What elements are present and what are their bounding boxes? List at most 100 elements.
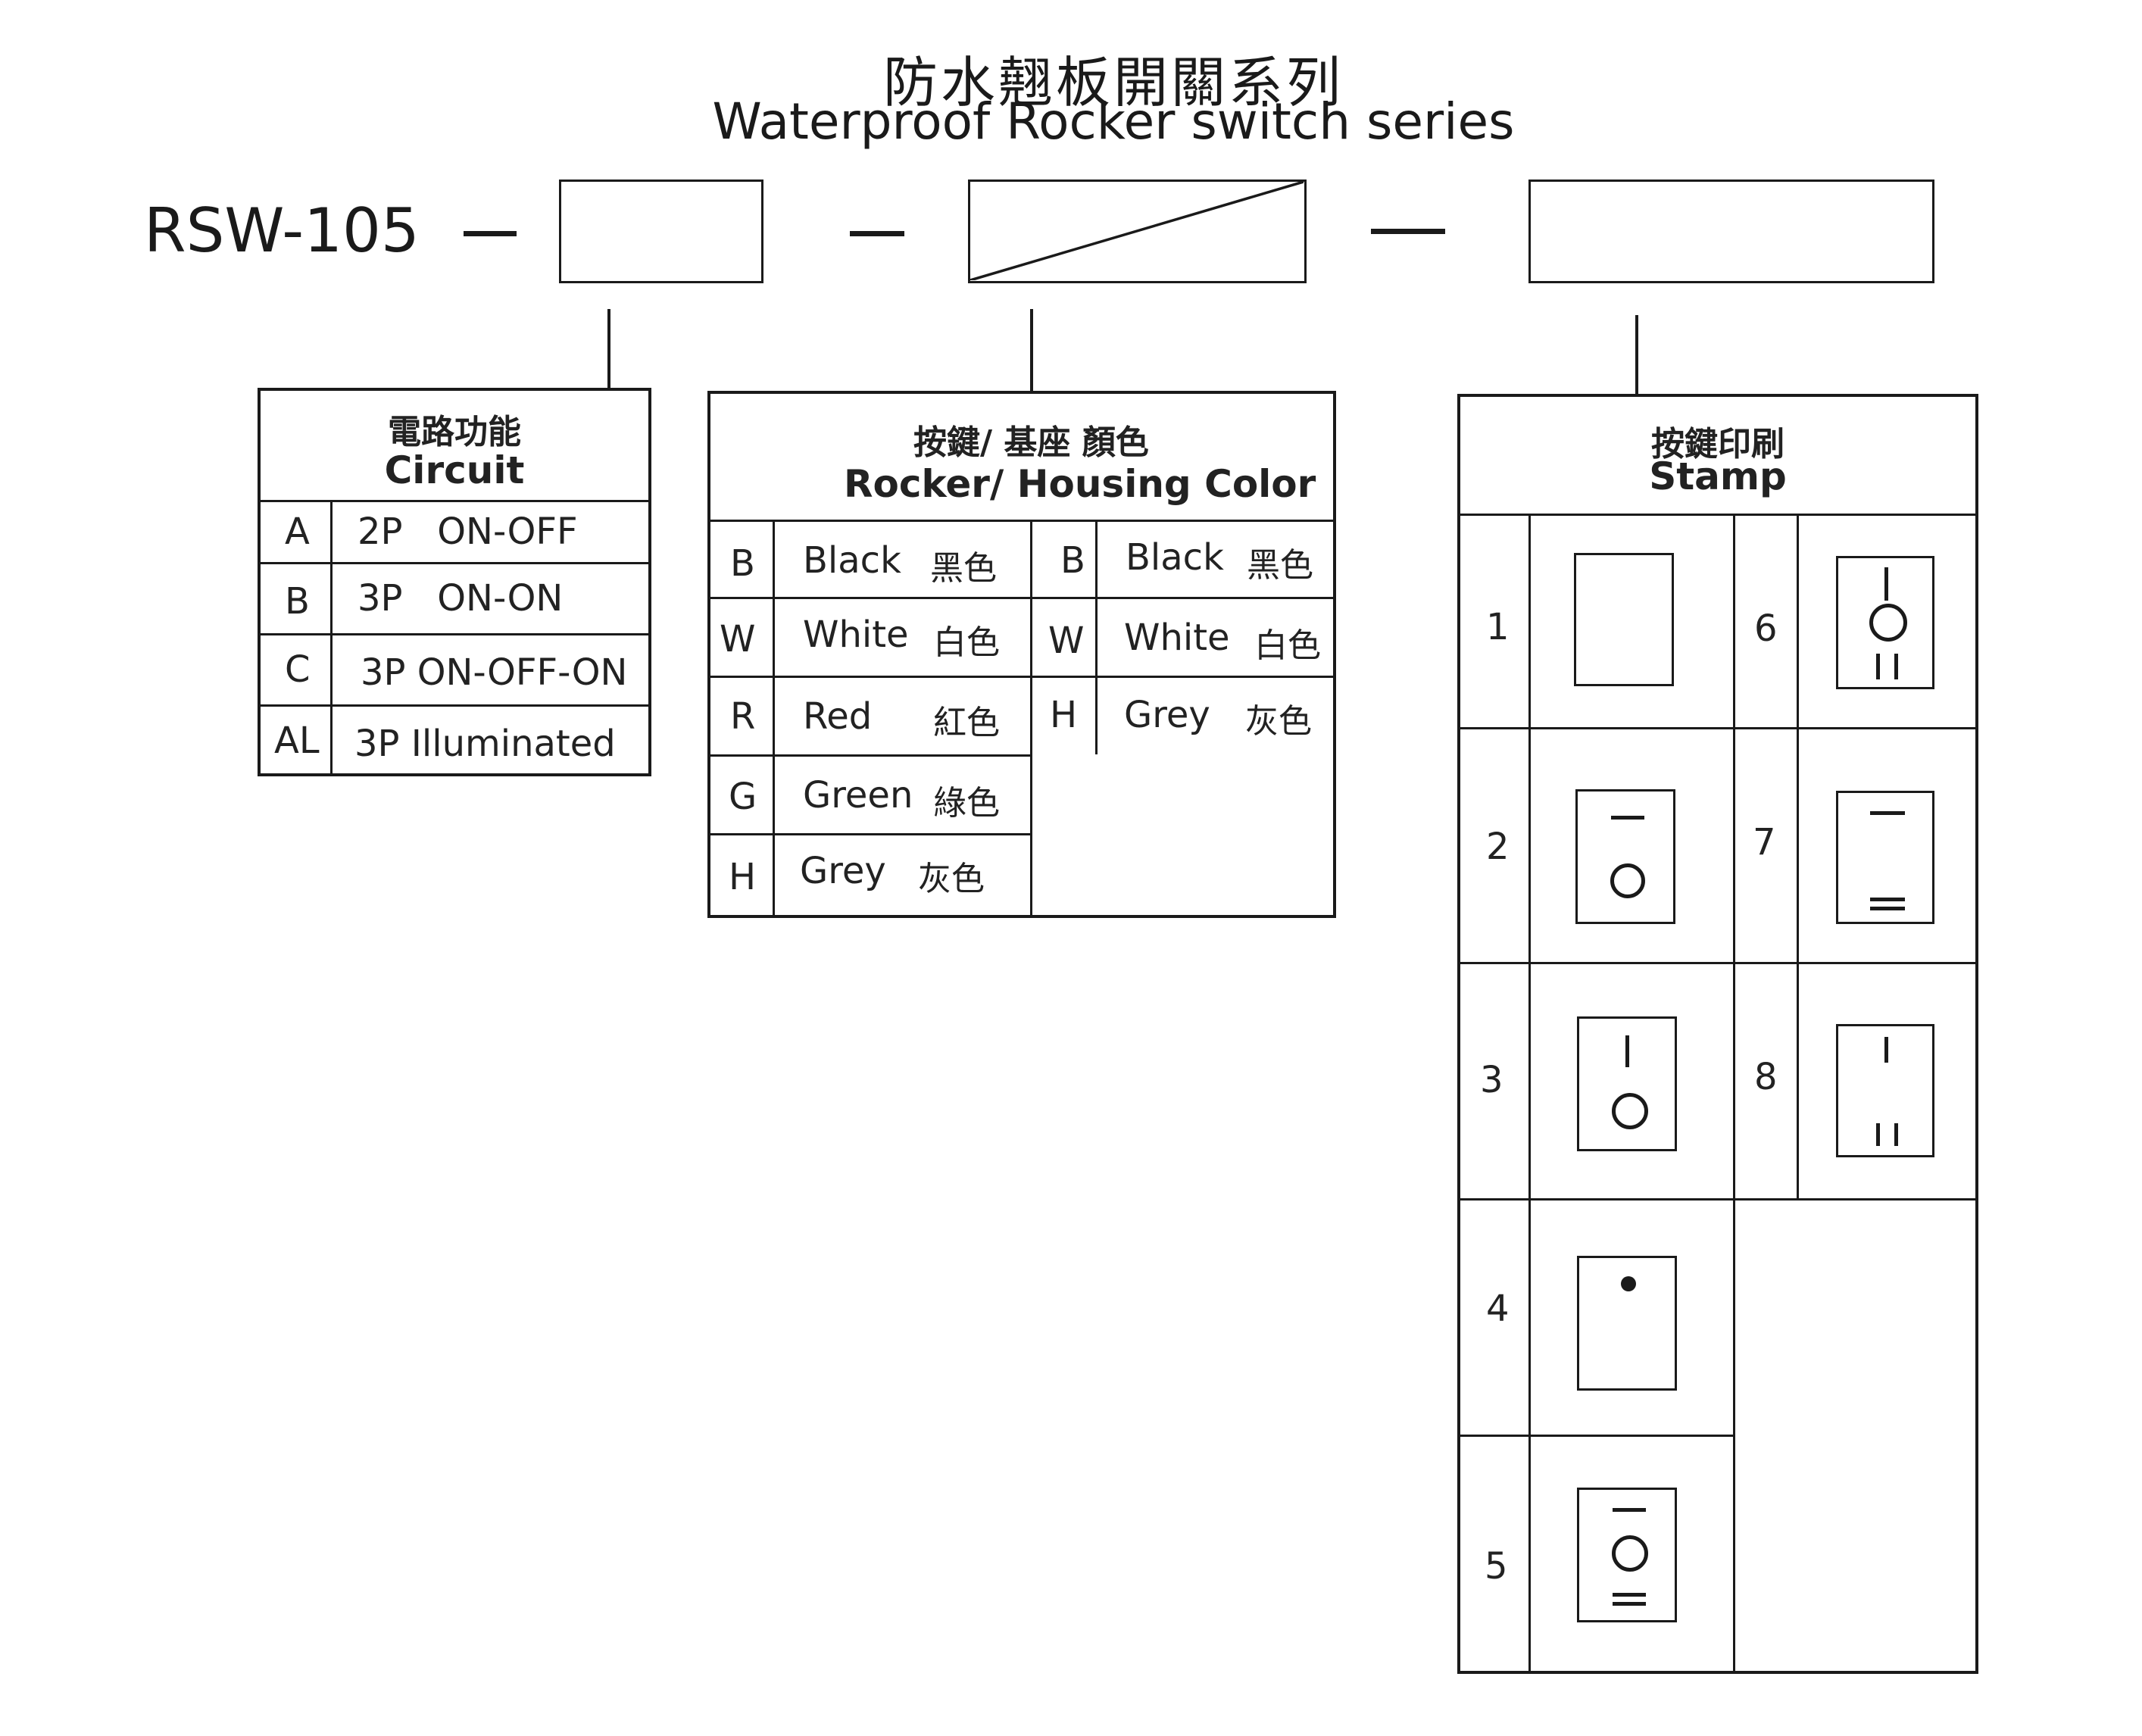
dot-mark bbox=[1621, 1276, 1636, 1291]
dash-mark bbox=[1611, 816, 1644, 820]
circle-mark bbox=[1869, 604, 1907, 642]
connector-stamp bbox=[1635, 315, 1638, 395]
stamp-number: 5 bbox=[1485, 1545, 1508, 1588]
separator-dash-1 bbox=[464, 231, 517, 236]
stamp-symbol-bar-circle-double bbox=[1836, 556, 1934, 689]
stamp-number: 8 bbox=[1754, 1056, 1778, 1098]
rocker-name: Red bbox=[803, 695, 873, 738]
divider bbox=[1797, 514, 1799, 1198]
divider bbox=[1030, 520, 1032, 918]
housing-name: Black bbox=[1126, 536, 1224, 579]
divider bbox=[710, 754, 1032, 757]
rocker-code: W bbox=[720, 618, 756, 660]
stamp-symbol-dash-circle bbox=[1575, 789, 1675, 924]
divider bbox=[710, 676, 1333, 678]
rocker-cn: 黑色 bbox=[930, 549, 997, 588]
rocker-cn: 紅色 bbox=[933, 704, 1000, 742]
connector-color bbox=[1030, 309, 1033, 392]
rocker-cn: 白色 bbox=[933, 623, 1000, 662]
color-code-box bbox=[968, 180, 1307, 283]
rocker-code: G bbox=[729, 776, 757, 818]
circuit-code-box bbox=[559, 180, 763, 283]
divider bbox=[1095, 520, 1098, 754]
circle-mark bbox=[1612, 1093, 1648, 1129]
circuit-code: A bbox=[285, 510, 310, 553]
stamp-symbol-dash-double bbox=[1836, 791, 1934, 924]
stamp-header-en: Stamp bbox=[1649, 454, 1787, 498]
divider bbox=[1733, 514, 1735, 1674]
bar-mark bbox=[1884, 567, 1888, 601]
circuit-code: AL bbox=[274, 720, 320, 762]
rocker-cn: 灰色 bbox=[918, 860, 985, 898]
housing-code: B bbox=[1060, 539, 1085, 582]
circuit-code: C bbox=[285, 648, 311, 691]
housing-code: H bbox=[1050, 694, 1078, 736]
housing-cn: 灰色 bbox=[1245, 702, 1312, 741]
separator-dash-3 bbox=[1371, 229, 1445, 234]
rocker-code: H bbox=[729, 856, 757, 898]
circuit-header-cn: 電路功能 bbox=[388, 413, 521, 451]
diagonal-divider bbox=[970, 182, 1304, 280]
bar-mark bbox=[1625, 1035, 1629, 1067]
circuit-desc: 3P ON-ON bbox=[358, 577, 564, 620]
divider bbox=[773, 520, 775, 918]
circle-mark bbox=[1610, 863, 1645, 898]
double-bar-mark bbox=[1894, 654, 1898, 679]
rocker-cn: 綠色 bbox=[933, 784, 1000, 823]
rocker-name: Black bbox=[803, 539, 901, 582]
dash-mark bbox=[1613, 1508, 1646, 1512]
double-dash-mark bbox=[1870, 907, 1905, 910]
double-dash-mark bbox=[1613, 1602, 1646, 1606]
divider bbox=[1460, 727, 1975, 729]
bar-mark bbox=[1884, 1037, 1888, 1063]
housing-name: Grey bbox=[1124, 694, 1210, 736]
divider bbox=[261, 633, 648, 635]
rocker-name: Green bbox=[803, 774, 913, 816]
stamp-number: 4 bbox=[1486, 1288, 1510, 1330]
stamp-number: 7 bbox=[1753, 821, 1776, 863]
circuit-desc: 2P ON-OFF bbox=[358, 510, 578, 553]
double-bar-mark bbox=[1876, 1123, 1880, 1146]
rocker-name: White bbox=[803, 614, 909, 656]
title-english: Waterproof Rocker switch series bbox=[712, 92, 1515, 151]
color-header-en: Rocker/ Housing Color bbox=[844, 462, 1316, 506]
divider bbox=[710, 597, 1333, 599]
circuit-table: 電路功能 Circuit A 2P ON-OFF B 3P ON-ON C 3P… bbox=[258, 388, 651, 776]
circuit-code: B bbox=[285, 580, 310, 623]
circuit-desc: 3P ON-OFF-ON bbox=[361, 651, 628, 694]
stamp-number: 1 bbox=[1486, 606, 1510, 648]
divider bbox=[330, 500, 333, 776]
divider bbox=[261, 500, 648, 502]
divider bbox=[1460, 962, 1975, 964]
divider bbox=[261, 562, 648, 564]
stamp-symbol-dash-circle-double bbox=[1577, 1488, 1677, 1622]
stamp-header-cn: 按鍵印刷 bbox=[1651, 425, 1784, 464]
divider bbox=[710, 520, 1333, 522]
divider bbox=[710, 833, 1032, 835]
rocker-name: Grey bbox=[800, 850, 886, 892]
circle-mark bbox=[1612, 1535, 1648, 1572]
housing-name: White bbox=[1124, 617, 1230, 659]
color-header-cn: 按鍵/ 基座 顏色 bbox=[913, 423, 1149, 462]
circuit-desc: 3P Illuminated bbox=[354, 723, 616, 765]
dash-mark bbox=[1870, 811, 1905, 815]
stamp-code-box bbox=[1528, 180, 1934, 283]
stamp-symbol-bar-double bbox=[1836, 1024, 1934, 1157]
separator-dash-2 bbox=[850, 231, 904, 236]
stamp-number: 3 bbox=[1480, 1059, 1503, 1101]
double-dash-mark bbox=[1870, 898, 1905, 901]
stamp-table: 按鍵印刷 Stamp 1 2 3 4 5 6 7 8 bbox=[1457, 394, 1978, 1674]
stamp-number: 6 bbox=[1754, 607, 1778, 650]
title-chinese: 防水翹板開關系列 bbox=[882, 51, 1344, 114]
divider bbox=[1460, 1198, 1975, 1201]
divider bbox=[1460, 1435, 1733, 1437]
divider bbox=[1528, 514, 1531, 1674]
housing-cn: 白色 bbox=[1254, 626, 1321, 665]
color-table: 按鍵/ 基座 顏色 Rocker/ Housing Color B Black … bbox=[707, 391, 1336, 918]
double-bar-mark bbox=[1894, 1123, 1898, 1146]
divider bbox=[261, 704, 648, 707]
model-number: RSW-105 bbox=[144, 195, 420, 266]
rocker-code: B bbox=[730, 542, 755, 585]
stamp-symbol-bar-circle bbox=[1577, 1016, 1677, 1151]
circuit-header-en: Circuit bbox=[384, 448, 525, 492]
